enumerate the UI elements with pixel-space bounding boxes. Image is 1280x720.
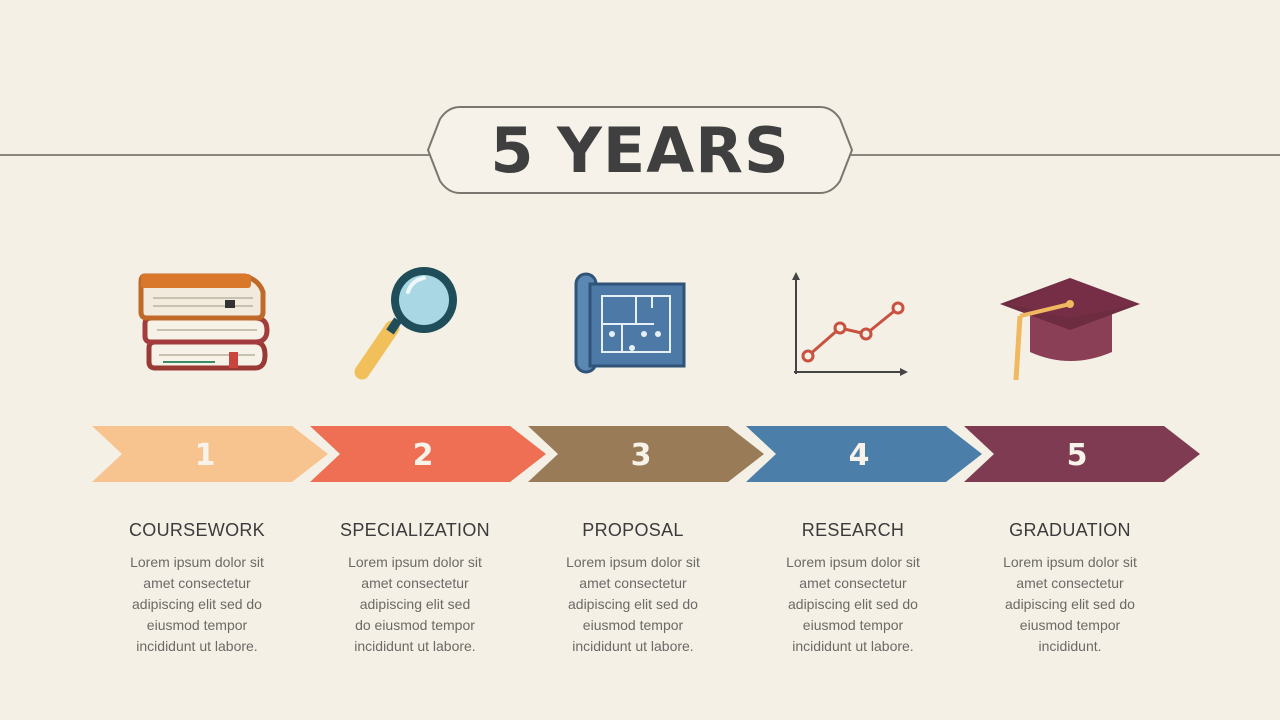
timeline: 1 2 3 4 5 <box>92 426 1200 482</box>
step-2-line: do eiusmod tempor <box>355 617 475 633</box>
timeline-step-number-4: 4 <box>849 438 870 473</box>
timeline-chevron-4 <box>746 426 982 482</box>
step-2-line: incididunt ut labore. <box>354 638 476 654</box>
timeline-step-number-3: 3 <box>631 438 652 473</box>
step-5-line: adipiscing elit sed do <box>1005 596 1135 612</box>
title-rule-right <box>848 154 1280 156</box>
timeline-chevron-2 <box>310 426 546 482</box>
step-2-line: Lorem ipsum dolor sit <box>348 554 482 570</box>
step-5-title: GRADUATION <box>1009 520 1131 540</box>
step-3-line: incididunt ut labore. <box>572 638 694 654</box>
step-1-line: amet consectetur <box>143 575 251 591</box>
step-4-description: Lorem ipsum dolor sit amet consectetur a… <box>758 552 948 657</box>
step-3-line: Lorem ipsum dolor sit <box>566 554 700 570</box>
books-icon <box>135 262 275 387</box>
timeline-chevron-1 <box>92 426 328 482</box>
timeline-step-number-5: 5 <box>1067 438 1088 473</box>
timeline-step-number-2: 2 <box>413 438 434 473</box>
page-title: 5 YEARS <box>490 114 790 187</box>
step-1-line: incididunt ut labore. <box>136 638 258 654</box>
step-1-description: Lorem ipsum dolor sit amet consectetur a… <box>102 552 292 657</box>
step-2-description: Lorem ipsum dolor sit amet consectetur a… <box>320 552 510 657</box>
timeline-chevron-3 <box>528 426 764 482</box>
step-1-line: eiusmod tempor <box>146 617 248 633</box>
step-1-title: COURSEWORK <box>128 520 265 540</box>
step-2-title: SPECIALIZATION <box>340 520 490 540</box>
blueprint-icon <box>562 262 702 387</box>
timeline-chevron-5 <box>964 426 1200 482</box>
step-3-title: PROPOSAL <box>582 520 684 540</box>
title-badge: 5 YEARS <box>426 105 854 195</box>
step-3-line: eiusmod tempor <box>582 617 684 633</box>
step-2-line: adipiscing elit sed <box>359 596 471 612</box>
step-4-line: adipiscing elit sed do <box>788 596 918 612</box>
step-5-line: Lorem ipsum dolor sit <box>1003 554 1137 570</box>
title-rule-left <box>0 154 432 156</box>
step-1-line: adipiscing elit sed do <box>132 596 262 612</box>
step-4-line: eiusmod tempor <box>802 617 904 633</box>
graduation-cap-icon <box>1000 262 1140 387</box>
magnifier-icon <box>340 262 480 387</box>
step-4-line: incididunt ut labore. <box>792 638 914 654</box>
step-4-line: amet consectetur <box>799 575 907 591</box>
step-4-title: RESEARCH <box>801 520 905 540</box>
line-chart-icon <box>780 262 920 387</box>
step-1-line: Lorem ipsum dolor sit <box>130 554 264 570</box>
step-5-line: incididunt. <box>1038 638 1102 654</box>
timeline-step-number-1: 1 <box>195 438 216 473</box>
step-5-line: eiusmod tempor <box>1019 617 1121 633</box>
step-2-line: amet consectetur <box>361 575 469 591</box>
step-4-line: Lorem ipsum dolor sit <box>786 554 920 570</box>
step-3-description: Lorem ipsum dolor sit amet consectetur a… <box>538 552 728 657</box>
step-3-line: adipiscing elit sed do <box>568 596 698 612</box>
step-5-line: amet consectetur <box>1016 575 1124 591</box>
step-3-line: amet consectetur <box>579 575 687 591</box>
step-5-description: Lorem ipsum dolor sit amet consectetur a… <box>975 552 1165 657</box>
